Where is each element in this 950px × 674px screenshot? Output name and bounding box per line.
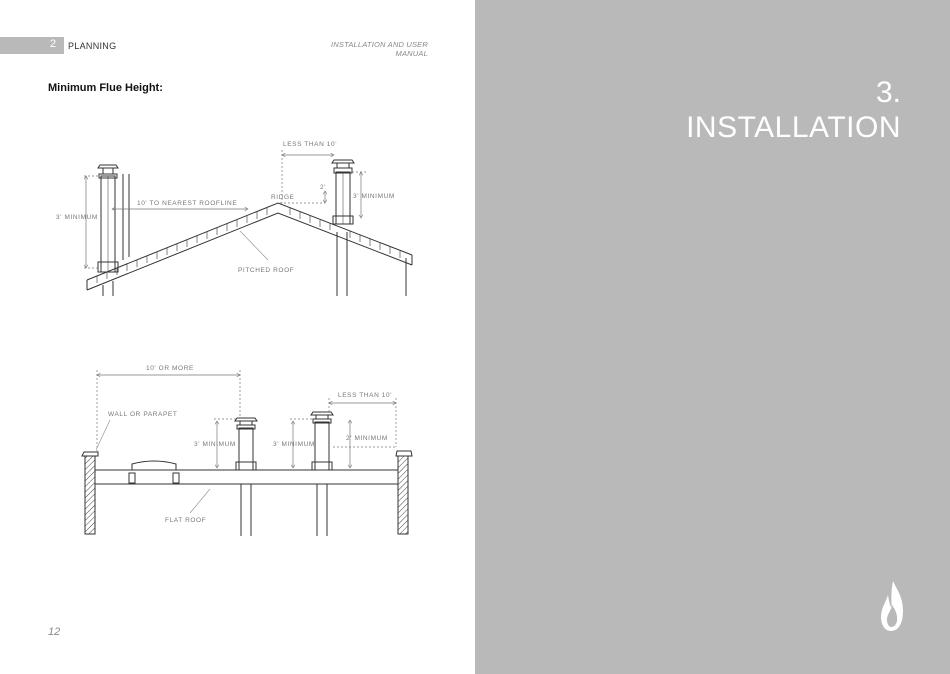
left-page: 2 PLANNING INSTALLATION AND USER MANUAL …: [0, 37, 428, 638]
flat-roof-slab: [94, 469, 399, 485]
right-parapet: [397, 455, 409, 535]
page-number: 12: [48, 626, 61, 638]
label-three-min-b: 3' MINIMUM: [273, 441, 315, 448]
label-three-min-left: 3' MINIMUM: [56, 214, 98, 221]
label-two-ft: 2': [320, 184, 326, 191]
pitched-dimensions: [84, 150, 366, 268]
roof-shingles-right: [289, 208, 401, 258]
label-ten-or-more: 10' OR MORE: [146, 365, 194, 372]
pitched-roof-diagram: [86, 159, 413, 296]
chapter-number: 3.: [875, 76, 901, 109]
roof-inner-outline: [86, 212, 413, 291]
section-number: 2: [50, 38, 57, 50]
label-nearest-roofline: 10' TO NEAREST ROOFLINE: [137, 200, 237, 207]
skylight: [128, 460, 180, 484]
label-three-min-right: 3' MINIMUM: [353, 193, 395, 200]
left-parapet: [84, 455, 96, 535]
label-pitched-roof: PITCHED ROOF: [238, 267, 294, 274]
label-flat-roof: FLAT ROOF: [165, 517, 206, 524]
label-ridge: RIDGE: [271, 194, 295, 201]
label-three-min-a: 3' MINIMUM: [194, 441, 236, 448]
chapter-title: INSTALLATION: [686, 111, 901, 144]
right-page: 3. INSTALLATION: [475, 0, 950, 674]
flame-icon: [881, 581, 903, 631]
roof-outline: [86, 202, 413, 281]
section-label: PLANNING: [68, 41, 117, 51]
label-less-than-10-pitched: LESS THAN 10': [283, 141, 337, 148]
left-wall: [102, 281, 114, 296]
left-chimney: [97, 164, 130, 273]
label-two-min: 2' MINIMUM: [346, 435, 388, 442]
flat-chimney-a: [234, 417, 258, 536]
flat-dimensions: [95, 370, 396, 514]
right-chimney: [331, 159, 355, 296]
figure-title: Minimum Flue Height:: [48, 82, 163, 94]
label-less-than-10-flat: LESS THAN 10': [338, 392, 392, 399]
flat-roof-diagram: [81, 411, 413, 536]
flat-chimney-b: [310, 411, 334, 536]
label-wall-parapet: WALL OR PARAPET: [108, 411, 177, 418]
flue-height-diagram: LESS THAN 10' 2' RIDGE 3' MINIMUM 3' MIN…: [56, 141, 413, 536]
manual-title: INSTALLATION AND USER MANUAL: [331, 40, 428, 58]
section-tab: [0, 37, 64, 54]
